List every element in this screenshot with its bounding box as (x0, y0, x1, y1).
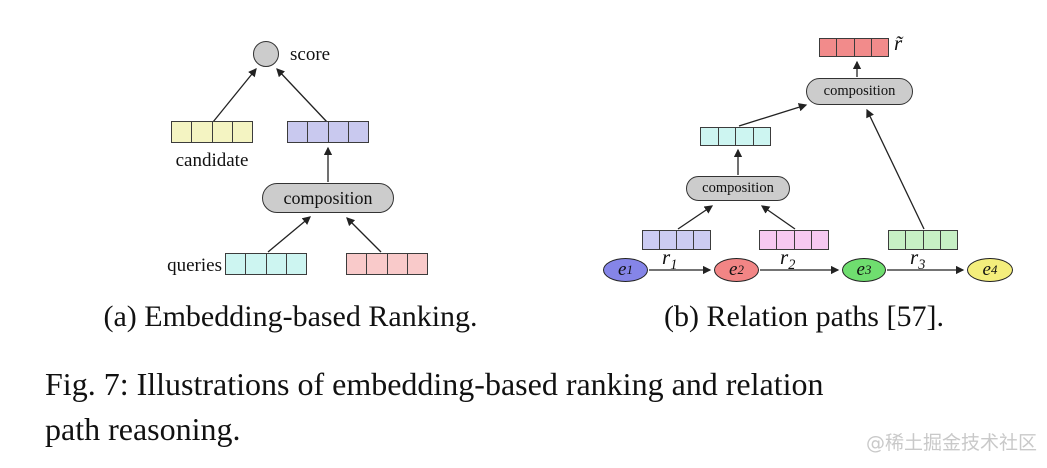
r3-base: r (910, 245, 919, 269)
vector-cell (820, 39, 836, 56)
vector-cell (735, 128, 753, 145)
vector-cell (265, 254, 286, 274)
vector-cell (693, 231, 710, 249)
composition-label-a: composition (283, 187, 373, 208)
composition-label-b-top: composition (823, 83, 896, 99)
composition-label-b-bottom: composition (702, 180, 774, 196)
arrow-relation-to-score (276, 68, 328, 123)
candidate-vector (171, 121, 253, 143)
vector-cell (793, 231, 811, 249)
arrow-query2-to-composition (346, 217, 382, 253)
arrow-query1-to-composition (267, 216, 311, 253)
composition-node-b-bottom: composition (686, 176, 790, 201)
r2-sub: 2 (788, 257, 796, 274)
figure-caption-line1: Fig. 7: Illustrations of embedding-based… (45, 366, 824, 402)
composition-node-b-top: composition (806, 78, 913, 105)
relation-vector (287, 121, 369, 143)
vector-cell (701, 128, 718, 145)
r1-label: r1 (662, 245, 678, 274)
vector-cell (752, 128, 771, 145)
r1-base: r (662, 245, 671, 269)
vector-cell (889, 231, 905, 249)
score-node (253, 41, 279, 67)
vector-cell (905, 231, 922, 249)
subcaption-a: (a) Embedding-based Ranking. (103, 300, 478, 333)
vector-cell (776, 231, 793, 249)
arrow-r2-to-composition2 (760, 205, 796, 230)
r3-label: r3 (910, 245, 926, 274)
r1-vector (642, 230, 711, 250)
vector-cell (245, 254, 265, 274)
vector-cell (327, 122, 348, 142)
vector-cell (386, 254, 407, 274)
r2-label: r2 (780, 245, 796, 274)
r3-vector (888, 230, 958, 250)
watermark: @稀土掘金技术社区 (866, 432, 1038, 454)
vector-cell (231, 122, 252, 142)
arrow-candidate-to-score (212, 68, 257, 123)
r1-sub: 1 (670, 257, 678, 274)
vector-cell (676, 231, 693, 249)
vector-cell (347, 254, 366, 274)
e4-base: e (982, 259, 991, 280)
path-vector (700, 127, 771, 146)
vector-cell (366, 254, 386, 274)
vector-cell (836, 39, 853, 56)
arrow-r3-to-composition (866, 108, 925, 230)
vector-cell (870, 39, 888, 56)
vector-cell (853, 39, 871, 56)
e3-base: e (856, 259, 865, 280)
arrow-r1-to-composition2 (677, 205, 714, 230)
vector-cell (717, 128, 736, 145)
vector-cell (643, 231, 659, 249)
vector-cell (406, 254, 427, 274)
arrow-path-to-composition (738, 103, 808, 127)
vector-cell (922, 231, 940, 249)
e2-base: e (729, 259, 738, 280)
figure-caption: Fig. 7: Illustrations of embedding-based… (45, 362, 1045, 452)
vector-cell (288, 122, 307, 142)
result-relation-vector (819, 38, 889, 57)
vector-cell (226, 254, 245, 274)
score-label: score (290, 44, 331, 65)
query2-vector (346, 253, 428, 275)
vector-cell (211, 122, 232, 142)
subcaption-b: (b) Relation paths [57]. (664, 300, 944, 333)
composition-node-a: composition (262, 183, 394, 213)
vector-cell (347, 122, 368, 142)
vector-cell (307, 122, 327, 142)
queries-label: queries (167, 255, 222, 276)
vector-cell (172, 122, 191, 142)
vector-cell (939, 231, 957, 249)
r3-sub: 3 (918, 257, 926, 274)
e1-base: e (618, 259, 627, 280)
r2-base: r (780, 245, 789, 269)
vector-cell (285, 254, 306, 274)
vector-cell (810, 231, 828, 249)
vector-cell (760, 231, 776, 249)
figure-caption-line2: path reasoning. (45, 411, 241, 447)
result-relation-label: r̃ (894, 31, 903, 55)
r2-vector (759, 230, 829, 250)
candidate-label: candidate (175, 150, 249, 171)
vector-cell (191, 122, 211, 142)
query1-vector (225, 253, 307, 275)
vector-cell (659, 231, 676, 249)
